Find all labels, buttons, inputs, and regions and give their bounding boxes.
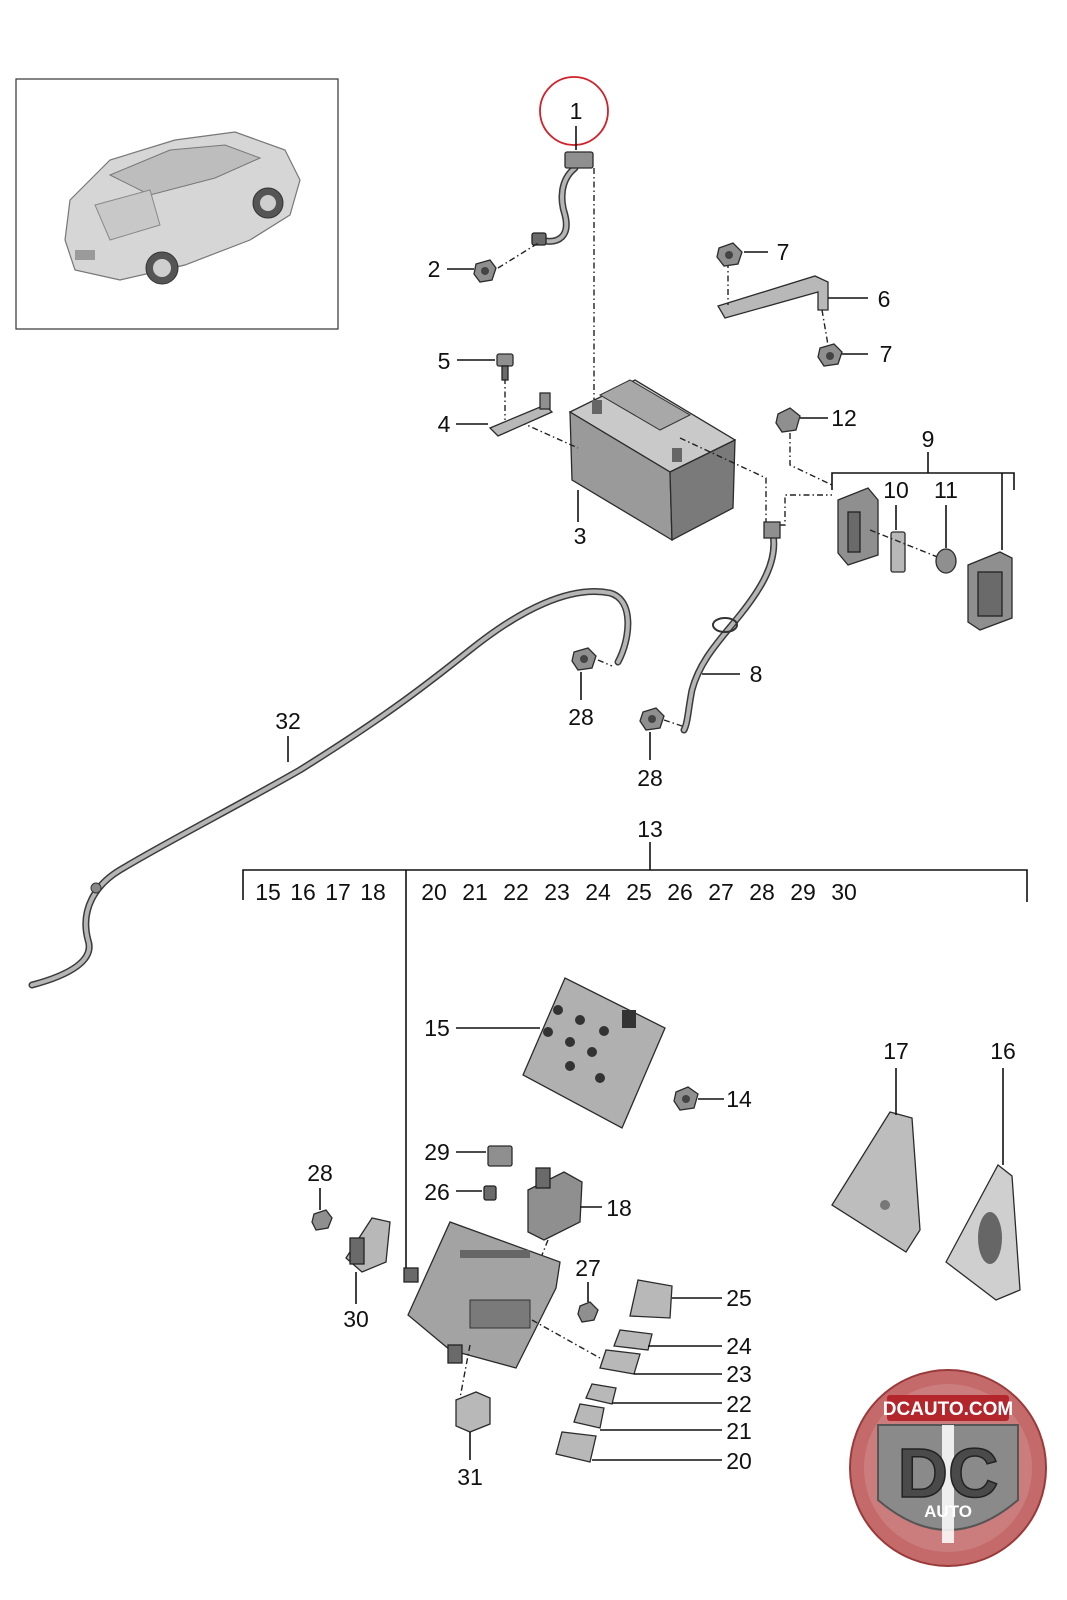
nut-27 xyxy=(577,1301,599,1323)
callout-17[interactable]: 17 xyxy=(883,1038,909,1064)
control-module-9 xyxy=(967,551,1013,631)
callout-11[interactable]: 11 xyxy=(934,477,958,503)
relay-29 xyxy=(487,1145,513,1167)
distributor-9 xyxy=(837,487,879,566)
fuse-plate-23 xyxy=(599,1349,641,1375)
callout-10[interactable]: 10 xyxy=(883,477,909,503)
group-13-item-23[interactable]: 23 xyxy=(544,879,570,905)
group-13-item-24[interactable]: 24 xyxy=(585,879,611,905)
callout-8[interactable]: 8 xyxy=(750,661,763,687)
callout-14[interactable]: 14 xyxy=(726,1086,752,1112)
callout-28-c[interactable]: 28 xyxy=(307,1160,333,1186)
nut-7-bottom xyxy=(817,343,843,367)
callout-23[interactable]: 23 xyxy=(726,1361,752,1387)
long-cable-32 xyxy=(28,588,632,989)
car-illustration xyxy=(64,131,301,285)
callout-6[interactable]: 6 xyxy=(878,286,891,312)
nut-11 xyxy=(935,548,957,574)
highlight-circle xyxy=(539,76,609,146)
group-13-subparts: 15 16 17 18 20 21 22 23 24 25 26 27 28 29 30 xyxy=(255,879,857,905)
bolt-5 xyxy=(496,353,514,381)
callout-12[interactable]: 12 xyxy=(831,405,857,431)
callout-labels: 1 2 3 4 5 6 7 7 8 9 10 11 12 13 14 15 16… xyxy=(275,98,1016,1490)
logo-url: DCAUTO.COM xyxy=(883,1399,1014,1420)
dcauto-logo: DCAUTO.COM DC AUTO xyxy=(849,1369,1047,1567)
nut-28-c xyxy=(311,1209,333,1231)
callout-28-a[interactable]: 28 xyxy=(568,704,594,730)
fuse-plate-24 xyxy=(613,1329,653,1351)
fuse-holder-18 xyxy=(527,1167,583,1241)
callout-2[interactable]: 2 xyxy=(428,256,441,282)
nut-14 xyxy=(673,1086,699,1111)
callout-24[interactable]: 24 xyxy=(726,1333,752,1359)
callout-28-b[interactable]: 28 xyxy=(637,765,663,791)
bracket-6 xyxy=(717,275,829,319)
callout-15[interactable]: 15 xyxy=(424,1015,450,1041)
cover-16 xyxy=(945,1164,1021,1301)
nut-28-b xyxy=(639,707,665,731)
callout-3[interactable]: 3 xyxy=(574,523,587,549)
callout-16[interactable]: 16 xyxy=(990,1038,1016,1064)
group-13-item-27[interactable]: 27 xyxy=(708,879,734,905)
vehicle-thumbnail xyxy=(15,78,339,330)
callout-25[interactable]: 25 xyxy=(726,1285,752,1311)
callout-4[interactable]: 4 xyxy=(438,411,451,437)
fuse-plate-22 xyxy=(585,1383,617,1405)
group-13-item-18[interactable]: 18 xyxy=(360,879,386,905)
nut-12 xyxy=(775,407,801,433)
relay-30 xyxy=(345,1217,391,1273)
group-13-item-15[interactable]: 15 xyxy=(255,879,281,905)
nut-2 xyxy=(473,259,497,283)
group-13-item-17[interactable]: 17 xyxy=(325,879,351,905)
group-13-item-20[interactable]: 20 xyxy=(421,879,447,905)
clamp-4 xyxy=(488,392,554,437)
callout-7-bottom[interactable]: 7 xyxy=(880,341,893,367)
group-13-item-28[interactable]: 28 xyxy=(749,879,775,905)
fuse-10 xyxy=(890,531,906,573)
group-13-item-21[interactable]: 21 xyxy=(462,879,488,905)
cover-17 xyxy=(831,1111,921,1253)
callout-21[interactable]: 21 xyxy=(726,1418,752,1444)
callout-22[interactable]: 22 xyxy=(726,1391,752,1417)
callout-27[interactable]: 27 xyxy=(575,1255,601,1281)
callout-20[interactable]: 20 xyxy=(726,1448,752,1474)
logo-word: AUTO xyxy=(924,1502,972,1521)
callout-5[interactable]: 5 xyxy=(438,348,451,374)
group-13-item-25[interactable]: 25 xyxy=(626,879,652,905)
callout-29[interactable]: 29 xyxy=(424,1139,450,1165)
relay-31 xyxy=(455,1391,491,1433)
fuse-plate-20 xyxy=(555,1431,597,1463)
group-13-item-30[interactable]: 30 xyxy=(831,879,857,905)
fuse-box xyxy=(403,1221,561,1369)
callout-1[interactable]: 1 xyxy=(570,98,583,124)
battery-cable-1 xyxy=(531,151,594,246)
nut-7-top xyxy=(716,242,743,267)
nut-28-a xyxy=(571,647,597,671)
logo-monogram: DC xyxy=(897,1434,998,1512)
callout-32[interactable]: 32 xyxy=(275,708,301,734)
fuse-26 xyxy=(483,1185,497,1201)
group-13-item-29[interactable]: 29 xyxy=(790,879,816,905)
callout-18[interactable]: 18 xyxy=(606,1195,632,1221)
callout-31[interactable]: 31 xyxy=(457,1464,483,1490)
group-13-item-16[interactable]: 16 xyxy=(290,879,316,905)
callout-7-top[interactable]: 7 xyxy=(777,239,790,265)
fuse-plate-25 xyxy=(629,1279,673,1319)
control-unit-15 xyxy=(522,977,666,1129)
callout-30[interactable]: 30 xyxy=(343,1306,369,1332)
callout-26[interactable]: 26 xyxy=(424,1179,450,1205)
group-13-item-22[interactable]: 22 xyxy=(503,879,529,905)
fuse-plate-21 xyxy=(573,1403,605,1429)
battery-cable-8 xyxy=(680,521,781,734)
battery-3 xyxy=(568,379,737,542)
callout-9[interactable]: 9 xyxy=(922,426,935,452)
group-13-item-26[interactable]: 26 xyxy=(667,879,693,905)
callout-13[interactable]: 13 xyxy=(637,816,663,842)
